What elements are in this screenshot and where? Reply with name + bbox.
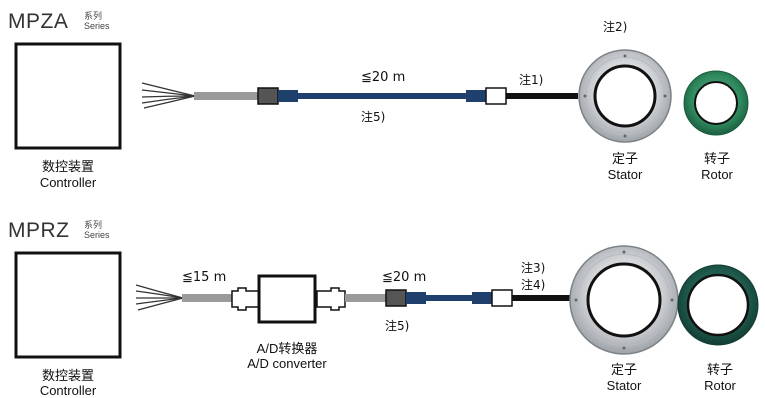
note-5-mpza: 注5) bbox=[361, 110, 386, 124]
stator-mprz bbox=[569, 245, 679, 355]
controller-box-mprz bbox=[14, 251, 122, 359]
stator-label-en-mprz: Stator bbox=[606, 378, 642, 393]
cable-wire-ends-mpza bbox=[141, 82, 196, 109]
connector-right-mprz bbox=[491, 289, 513, 307]
note-1-mpza: 注1) bbox=[519, 73, 544, 87]
series-label-cn-mprz: 系列 bbox=[84, 220, 103, 230]
series-title-mpza: MPZA bbox=[8, 10, 69, 33]
cable-black-mprz bbox=[512, 295, 574, 301]
converter-label-en: A/D converter bbox=[247, 356, 327, 371]
note-2-mpza: 注2) bbox=[603, 20, 628, 34]
stator-label-en-mpza: Stator bbox=[607, 167, 643, 182]
cable-length-1-mprz: ≦15 m bbox=[182, 270, 227, 285]
controller-label-en-mpza: Controller bbox=[39, 175, 97, 190]
converter-label-cn: A/D转换器 bbox=[256, 341, 318, 356]
cable-blue-mpza bbox=[296, 93, 468, 99]
stator-label-cn-mprz: 定子 bbox=[610, 362, 637, 377]
controller-label-cn-mprz: 数控装置 bbox=[41, 368, 94, 383]
rotor-label-en-mprz: Rotor bbox=[704, 378, 736, 393]
connector-sleeve-left-mprz bbox=[406, 292, 426, 304]
connector-left-mpza bbox=[257, 87, 279, 105]
series-label-cn-mpza: 系列 bbox=[84, 11, 103, 21]
cable-wire-ends-mprz bbox=[135, 284, 184, 311]
note-4-mprz: 注4) bbox=[521, 278, 546, 292]
rotor-label-en-mpza: Rotor bbox=[701, 167, 733, 182]
stator-label-cn-mpza: 定子 bbox=[611, 151, 638, 166]
cable-length-2-mprz: ≦20 m bbox=[382, 270, 427, 285]
series-label-en-mprz: Series bbox=[84, 230, 110, 240]
connector-sleeve-right-mprz bbox=[472, 292, 492, 304]
rotor-mpza bbox=[683, 70, 749, 136]
rotor-label-cn-mpza: 转子 bbox=[703, 151, 730, 166]
cable-gray-mpza bbox=[194, 92, 260, 100]
cable-black-mpza bbox=[506, 93, 578, 99]
connector-left-mprz bbox=[385, 289, 407, 307]
connector-right-mpza bbox=[485, 87, 507, 105]
connector-sleeve-left-mpza bbox=[278, 90, 298, 102]
note-5-mprz: 注5) bbox=[385, 319, 410, 333]
series-label-en-mpza: Series bbox=[84, 21, 110, 31]
stator-mpza bbox=[578, 49, 672, 143]
rotor-mprz bbox=[677, 264, 759, 346]
controller-box-mpza bbox=[14, 42, 122, 150]
note-3-mprz: 注3) bbox=[521, 261, 546, 275]
controller-label-cn-mpza: 数控装置 bbox=[41, 159, 94, 174]
cable-length-mpza: ≦20 m bbox=[361, 70, 406, 85]
series-title-mprz: MPRZ bbox=[8, 219, 70, 242]
cable-blue-mprz bbox=[424, 295, 474, 301]
controller-label-en-mprz: Controller bbox=[39, 383, 97, 398]
connector-sleeve-right-mpza bbox=[466, 90, 486, 102]
cable-gray-1-mprz bbox=[182, 294, 232, 302]
cable-gray-2-mprz bbox=[345, 294, 387, 302]
rotor-label-cn-mprz: 转子 bbox=[706, 362, 733, 377]
ad-converter-box bbox=[231, 274, 346, 324]
